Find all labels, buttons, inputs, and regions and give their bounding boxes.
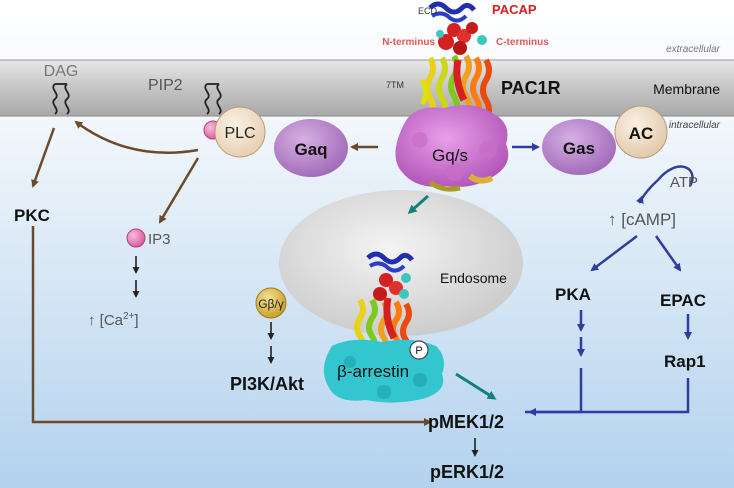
arrow-dag-to-pkc xyxy=(31,127,56,188)
pi3k-akt-label: PI3K/Akt xyxy=(230,374,304,394)
pip2-lipid xyxy=(204,83,222,115)
gbg-protein xyxy=(255,287,287,319)
gaq-label: Gaq xyxy=(294,140,327,159)
pac1r-receptor-structure xyxy=(395,1,509,192)
pka-label: PKA xyxy=(555,285,591,304)
camp-label: ↑ [cAMP] xyxy=(608,210,676,229)
endosome-vesicle xyxy=(279,190,523,336)
ac-label: AC xyxy=(629,124,654,143)
ecd-label: ECD xyxy=(418,6,438,16)
pacap-label: PACAP xyxy=(492,2,537,17)
intracellular-label: intracellular xyxy=(669,120,721,131)
atp-curve xyxy=(657,165,694,187)
plasma-membrane xyxy=(0,60,734,116)
plc-label: PLC xyxy=(224,125,255,142)
extracellular-label: extracellular xyxy=(666,44,721,55)
pac1r-label: PAC1R xyxy=(501,78,561,98)
phospho-label: P xyxy=(415,345,422,357)
ac-enzyme xyxy=(614,105,668,159)
rap1-label: Rap1 xyxy=(664,352,706,371)
arrow-camp-to-epac xyxy=(654,235,682,272)
plc-enzyme xyxy=(214,106,266,158)
dag-lipid xyxy=(52,83,70,115)
arrow-pkc-to-pmek xyxy=(31,226,432,426)
membrane-label: Membrane xyxy=(653,81,720,97)
pmek-label: pMEK1/2 xyxy=(428,412,504,432)
arrow-arrestin-to-pmek xyxy=(455,372,497,400)
gbg-label: Gβ/γ xyxy=(258,297,284,311)
phosphorylation-site xyxy=(409,340,429,360)
gq-pathway-arrows xyxy=(31,120,432,426)
gqs-label: Gq/s xyxy=(432,146,468,165)
c-terminus-label: C-terminus xyxy=(496,37,549,48)
gas-label: Gas xyxy=(563,139,595,158)
gs-pathway-arrows xyxy=(512,143,694,416)
endosome-label: Endosome xyxy=(440,270,507,286)
arrow-plc-to-ip3 xyxy=(158,157,200,224)
ip3-label: IP3 xyxy=(148,231,171,248)
gaq-protein xyxy=(274,119,348,177)
perk-label: pERK1/2 xyxy=(430,462,504,482)
gas-protein xyxy=(542,119,616,175)
n-terminus-label: N-terminus xyxy=(382,37,435,48)
arrow-camp-to-pka xyxy=(590,235,638,272)
ip3-molecule xyxy=(126,228,146,248)
atp-label: ATP xyxy=(670,174,698,191)
dag-label: DAG xyxy=(44,63,79,80)
pip2-label: PIP2 xyxy=(148,77,183,94)
calcium-label: ↑ [Ca2+] xyxy=(88,311,139,329)
seven-tm-label: 7TM xyxy=(386,80,404,90)
arrow-plc-to-dag xyxy=(74,120,199,154)
internalization-arrows xyxy=(407,194,497,400)
epac-label: EPAC xyxy=(660,291,706,310)
beta-arrestin-label: β-arrestin xyxy=(337,362,409,381)
arrow-internalization xyxy=(407,194,429,214)
pkc-label: PKC xyxy=(14,206,50,225)
